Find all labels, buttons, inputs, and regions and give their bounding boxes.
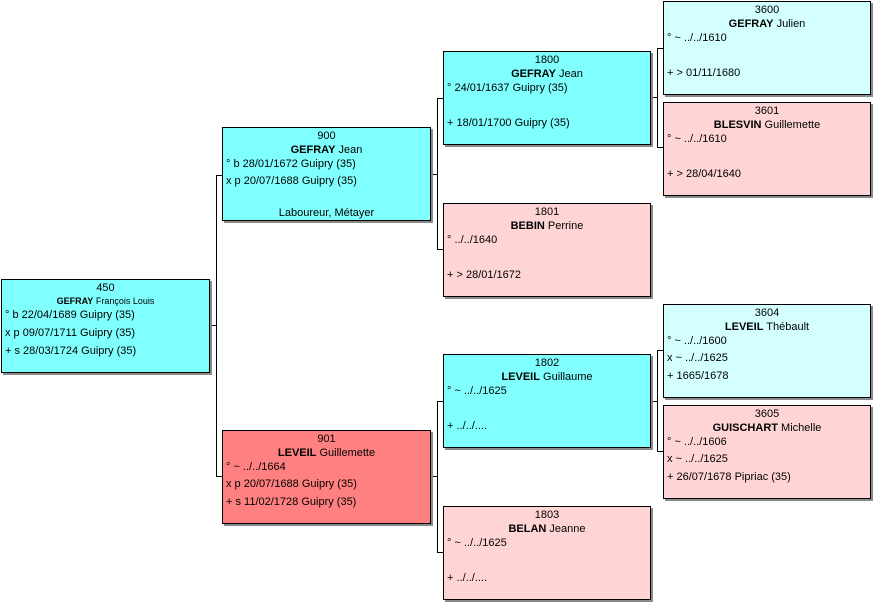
surname: GEFRAY xyxy=(511,68,556,80)
marriage-event: x p 20/07/1688 Guipry (35) xyxy=(226,175,357,187)
person-card-3604[interactable]: 3604 LEVEIL Thébault ° ~ ../../1600 x ~ … xyxy=(663,304,871,398)
person-card-1800[interactable]: 1800 GEFRAY Jean ° 24/01/1637 Guipry (35… xyxy=(443,51,651,145)
surname: BLESVIN xyxy=(713,119,762,131)
given-name: Michelle xyxy=(781,422,822,434)
death-event: + s 28/03/1724 Guipry (35) xyxy=(5,345,137,357)
person-name: BLESVIN Guillemette xyxy=(664,119,870,132)
given-name: François Louis xyxy=(95,296,155,306)
birth-event: ° ~ ../../1625 xyxy=(447,537,507,549)
person-card-901[interactable]: 901 LEVEIL Guillemette ° ~ ../../1664 x … xyxy=(222,430,431,524)
sosa-number: 901 xyxy=(317,433,336,445)
birth-event: ° b 22/04/1689 Guipry (35) xyxy=(5,309,135,321)
person-card-1801[interactable]: 1801 BEBIN Perrine ° ../../1640 + > 28/0… xyxy=(443,203,651,297)
person-card-3601[interactable]: 3601 BLESVIN Guillemette ° ~ ../../1610 … xyxy=(663,102,871,196)
sosa-number: 1802 xyxy=(534,357,560,369)
birth-event: ° ~ ../../1625 xyxy=(447,385,507,397)
birth-event: ° ~ ../../1606 xyxy=(667,436,727,448)
sosa-number: 3605 xyxy=(754,408,780,420)
sosa-number: 900 xyxy=(317,130,336,142)
death-event: + > 28/01/1672 xyxy=(447,269,522,281)
person-card-450[interactable]: 450 GEFRAY François Louis ° b 22/04/1689… xyxy=(1,279,210,373)
sosa-number: 3600 xyxy=(754,4,780,16)
person-card-3600[interactable]: 3600 GEFRAY Julien ° ~ ../../1610 + > 01… xyxy=(663,1,871,95)
surname: GUISCHART xyxy=(712,422,778,434)
surname: GEFRAY xyxy=(728,18,774,30)
person-name: GUISCHART Michelle xyxy=(664,422,870,435)
surname: GEFRAY xyxy=(290,144,336,156)
person-name: LEVEIL Thébault xyxy=(664,321,870,334)
person-name: GEFRAY Jean xyxy=(223,144,430,157)
marriage-event: x p 20/07/1688 Guipry (35) xyxy=(226,478,357,490)
death-event: + 26/07/1678 Pipriac (35) xyxy=(667,471,791,483)
given-name: Jean xyxy=(559,68,583,80)
given-name: Guillemette xyxy=(319,447,376,459)
birth-event: ° b 28/01/1672 Guipry (35) xyxy=(226,158,356,170)
surname: GEFRAY xyxy=(56,296,94,306)
birth-event: ° ~ ../../1600 xyxy=(667,335,727,347)
surname: LEVEIL xyxy=(501,371,540,383)
surname: BELAN xyxy=(508,523,547,535)
sosa-number: 3604 xyxy=(754,307,780,319)
death-event: + s 11/02/1728 Guipry (35) xyxy=(226,496,357,508)
person-name: GEFRAY Jean xyxy=(444,68,650,81)
death-event: + ../../.... xyxy=(447,572,488,584)
birth-event: ° ../../1640 xyxy=(447,234,498,246)
sosa-number: 1801 xyxy=(534,206,560,218)
person-name: GEFRAY François Louis xyxy=(2,295,209,308)
given-name: Jeanne xyxy=(549,523,586,535)
person-name: GEFRAY Julien xyxy=(664,18,870,31)
marriage-event: x ~ ../../1625 xyxy=(667,453,728,465)
sosa-number: 3601 xyxy=(754,105,780,117)
birth-event: ° ~ ../../1610 xyxy=(667,32,727,44)
given-name: Guillaume xyxy=(543,371,593,383)
marriage-event: x ~ ../../1625 xyxy=(667,352,728,364)
birth-event: ° 24/01/1637 Guipry (35) xyxy=(447,82,568,94)
occupation: Laboureur, Métayer xyxy=(278,207,375,219)
person-card-900[interactable]: 900 GEFRAY Jean ° b 28/01/1672 Guipry (3… xyxy=(222,127,431,221)
birth-event: ° ~ ../../1610 xyxy=(667,133,727,145)
death-event: + 18/01/1700 Guipry (35) xyxy=(447,117,570,129)
person-name: BEBIN Perrine xyxy=(444,220,650,233)
birth-event: ° ~ ../../1664 xyxy=(226,461,286,473)
death-event: + > 28/04/1640 xyxy=(667,168,742,180)
given-name: Guillemette xyxy=(764,119,821,131)
person-name: BELAN Jeanne xyxy=(444,523,650,536)
given-name: Julien xyxy=(776,18,806,30)
given-name: Jean xyxy=(338,144,363,156)
death-event: + > 01/11/1680 xyxy=(667,67,741,79)
given-name: Perrine xyxy=(547,220,584,232)
person-card-1803[interactable]: 1803 BELAN Jeanne ° ~ ../../1625 + ../..… xyxy=(443,506,651,600)
surname: LEVEIL xyxy=(277,447,317,459)
surname: LEVEIL xyxy=(724,321,764,333)
sosa-number: 1803 xyxy=(534,509,560,521)
sosa-number: 450 xyxy=(96,282,115,294)
surname: BEBIN xyxy=(510,220,545,232)
sosa-number: 1800 xyxy=(534,54,560,66)
person-card-1802[interactable]: 1802 LEVEIL Guillaume ° ~ ../../1625 + .… xyxy=(443,354,651,448)
person-name: LEVEIL Guillemette xyxy=(223,447,430,460)
death-event: + 1665/1678 xyxy=(667,370,729,382)
given-name: Thébault xyxy=(766,321,810,333)
death-event: + ../../.... xyxy=(447,420,488,432)
marriage-event: x p 09/07/1711 Guipry (35) xyxy=(5,327,136,339)
person-card-3605[interactable]: 3605 GUISCHART Michelle ° ~ ../../1606 x… xyxy=(663,405,871,499)
person-name: LEVEIL Guillaume xyxy=(444,371,650,384)
